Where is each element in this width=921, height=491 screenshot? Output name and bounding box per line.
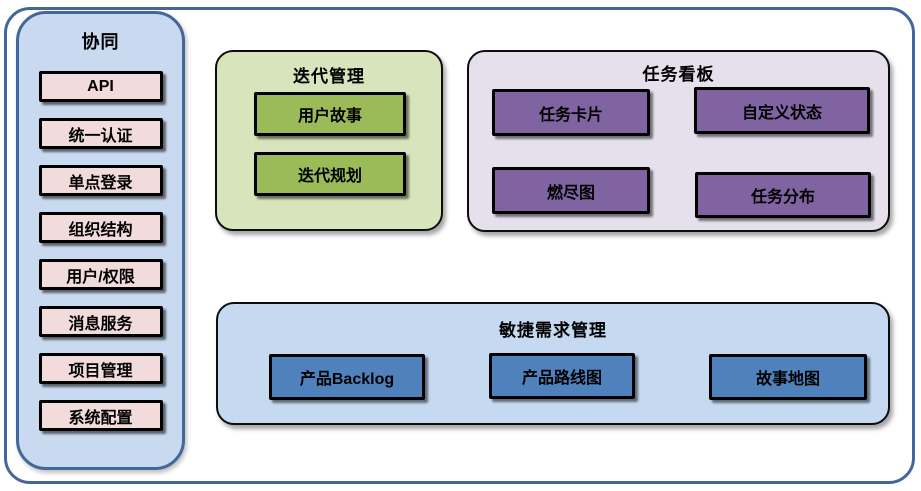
collaboration-panel-title: 协同 bbox=[81, 32, 120, 52]
sidebar-item-message-service: 消息服务 bbox=[38, 306, 163, 337]
node-task-distribution: 任务分布 bbox=[695, 172, 871, 218]
collaboration-panel: 协同 API 统一认证 单点登录 组织结构 用户/权限 消息服务 项目管理 系统… bbox=[16, 11, 185, 470]
sidebar-item-user-permissions: 用户/权限 bbox=[38, 259, 163, 290]
node-iteration-planning: 迭代规划 bbox=[254, 152, 406, 196]
sidebar-item-api: API bbox=[38, 71, 163, 102]
collaboration-item-list: API 统一认证 单点登录 组织结构 用户/权限 消息服务 项目管理 系统配置 bbox=[19, 71, 182, 431]
sidebar-item-system-config: 系统配置 bbox=[38, 400, 163, 431]
node-product-backlog: 产品Backlog bbox=[269, 354, 425, 400]
node-custom-status: 自定义状态 bbox=[694, 87, 870, 134]
group-task-board: 任务看板 任务卡片 自定义状态 燃尽图 任务分布 bbox=[467, 50, 890, 232]
node-story-map: 故事地图 bbox=[709, 354, 867, 400]
node-task-card: 任务卡片 bbox=[492, 89, 650, 136]
sidebar-item-project-management: 项目管理 bbox=[38, 353, 163, 384]
sidebar-item-unified-auth: 统一认证 bbox=[38, 118, 163, 149]
outer-frame bbox=[4, 7, 915, 484]
node-burndown-chart: 燃尽图 bbox=[492, 167, 650, 214]
group-agile-requirements: 敏捷需求管理 产品Backlog 产品路线图 故事地图 bbox=[216, 302, 890, 425]
group-agile-requirements-title: 敏捷需求管理 bbox=[499, 321, 607, 340]
group-iteration-management-title: 迭代管理 bbox=[293, 67, 365, 86]
node-product-roadmap: 产品路线图 bbox=[489, 353, 635, 399]
group-iteration-management: 迭代管理 用户故事 迭代规划 bbox=[215, 50, 443, 231]
node-user-story: 用户故事 bbox=[254, 92, 406, 136]
sidebar-item-org-structure: 组织结构 bbox=[38, 212, 163, 243]
sidebar-item-sso: 单点登录 bbox=[38, 165, 163, 196]
group-task-board-title: 任务看板 bbox=[642, 65, 715, 84]
